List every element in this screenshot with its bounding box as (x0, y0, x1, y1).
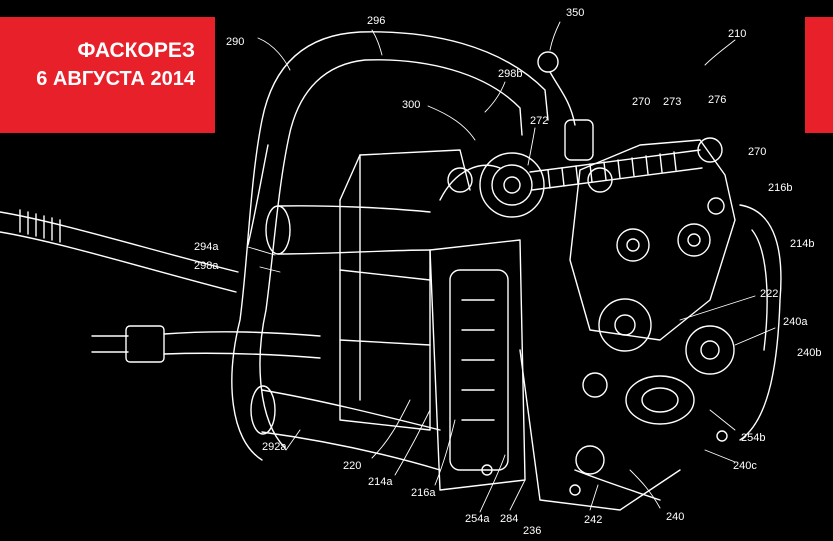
part-label: 214b (790, 238, 815, 250)
title-banner: ФАСКОРЕЗ 6 АВГУСТА 2014 (0, 17, 215, 133)
part-label: 240c (733, 460, 757, 472)
handle-frame (231, 31, 549, 471)
lever (537, 51, 594, 161)
part-label: 210 (728, 28, 747, 40)
part-label: 216a (411, 487, 436, 499)
right-banner-strip (805, 17, 833, 133)
part-label: 290 (226, 36, 245, 48)
part-label: 242 (584, 514, 603, 526)
part-label: 240 (666, 511, 685, 523)
part-label: 298a (194, 260, 219, 272)
part-label: 298b (498, 68, 523, 80)
adjustment-knob (439, 152, 545, 218)
part-label: 220 (343, 460, 362, 472)
part-label: 214a (368, 476, 393, 488)
part-label: 350 (566, 7, 585, 19)
part-label: 292a (262, 441, 287, 453)
part-label: 270 (748, 146, 767, 158)
banner-title: ФАСКОРЕЗ (77, 39, 195, 62)
motor-housing (339, 149, 471, 431)
rear-plate (716, 204, 782, 442)
part-label: 236 (523, 525, 542, 537)
part-label: 273 (663, 96, 682, 108)
part-label: 240a (783, 316, 808, 328)
part-label: 294a (194, 241, 219, 253)
front-plate (429, 239, 526, 491)
banner-date: 6 АВГУСТА 2014 (36, 68, 195, 90)
rollers (598, 223, 735, 375)
part-label: 272 (530, 115, 549, 127)
part-label: 216b (768, 182, 793, 194)
part-label: 296 (367, 15, 386, 27)
part-label: 284 (500, 513, 519, 525)
part-label: 270 (632, 96, 651, 108)
cutter-head (519, 349, 695, 511)
clamp-plate (569, 137, 736, 341)
part-label: 300 (402, 99, 421, 111)
part-label: 254b (741, 432, 766, 444)
part-label: 254a (465, 513, 490, 525)
power-plug (91, 325, 321, 363)
leader-lines (247, 21, 776, 513)
part-label: 222 (760, 288, 779, 300)
threaded-screw (529, 149, 703, 191)
part-label: 240b (797, 347, 822, 359)
power-cord (0, 209, 239, 293)
part-label: 276 (708, 94, 727, 106)
